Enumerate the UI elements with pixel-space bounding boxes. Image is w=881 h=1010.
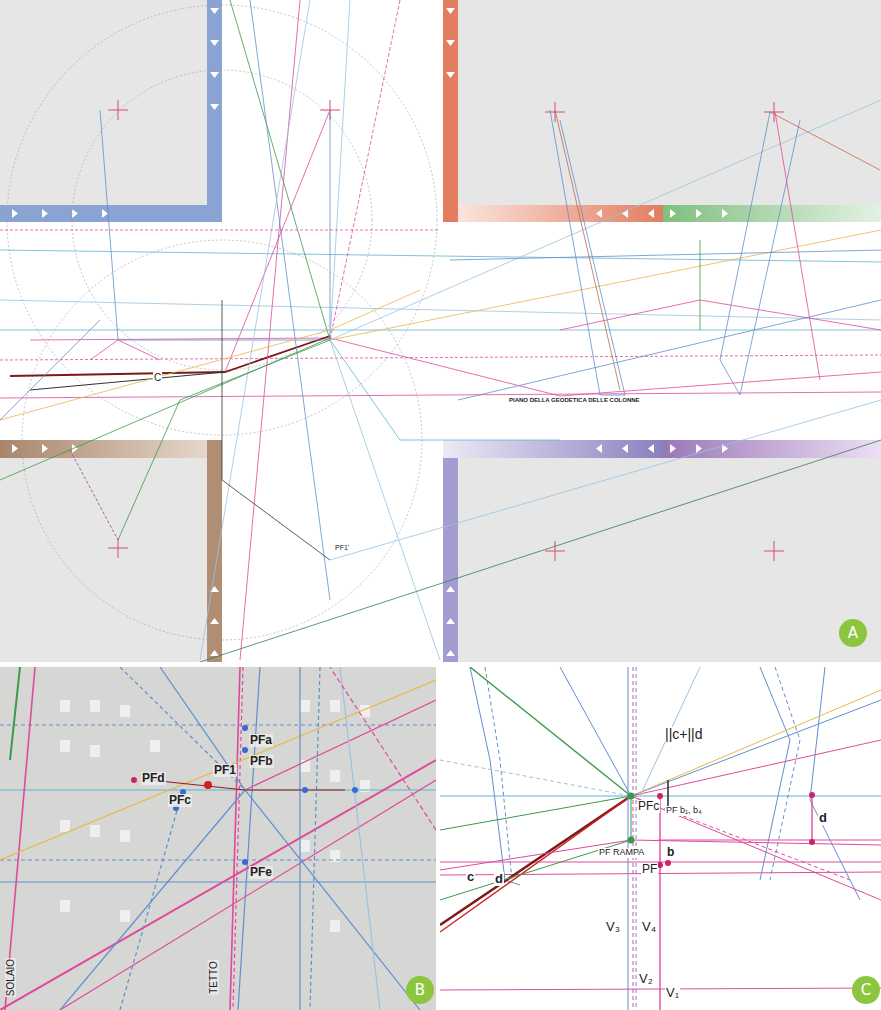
construction-label: V₄	[641, 920, 657, 934]
construction-label: c	[466, 870, 475, 884]
construction-label: d	[818, 811, 828, 825]
construction-label: PFc	[168, 794, 192, 807]
panel-badge: A	[839, 619, 867, 647]
construction-label: PF b₁, b₄	[665, 806, 703, 816]
construction-label: PFe	[249, 866, 273, 879]
panel-letter: A	[848, 624, 858, 642]
construction-label: ||c+||d	[664, 727, 704, 742]
panel-letter: C	[861, 981, 871, 999]
construction-label: PFb	[249, 755, 274, 768]
construction-label: V₁	[665, 986, 680, 1000]
construction-label: PIANO DELLA GEODETICA DELLE COLONNE	[508, 397, 641, 404]
construction-label: V₃	[605, 920, 621, 934]
construction-label: C	[153, 372, 162, 383]
construction-label: PF1'	[334, 544, 350, 552]
panel-badge: C	[852, 976, 880, 1004]
construction-label: V₂	[638, 972, 654, 986]
panel-letter: B	[415, 981, 425, 999]
construction-label: d	[494, 872, 504, 886]
construction-label: b	[666, 846, 675, 859]
construction-label: SOLAIO	[5, 958, 16, 997]
construction-label: PFd	[141, 772, 166, 785]
panel-badge: B	[406, 976, 434, 1004]
construction-label: PF1	[213, 764, 237, 777]
construction-label: PF	[641, 863, 658, 876]
construction-label: PF RAMPA	[598, 848, 645, 858]
construction-label: PFa	[249, 734, 273, 747]
construction-label: PFc	[637, 800, 660, 813]
construction-label: TETTO	[208, 960, 219, 995]
